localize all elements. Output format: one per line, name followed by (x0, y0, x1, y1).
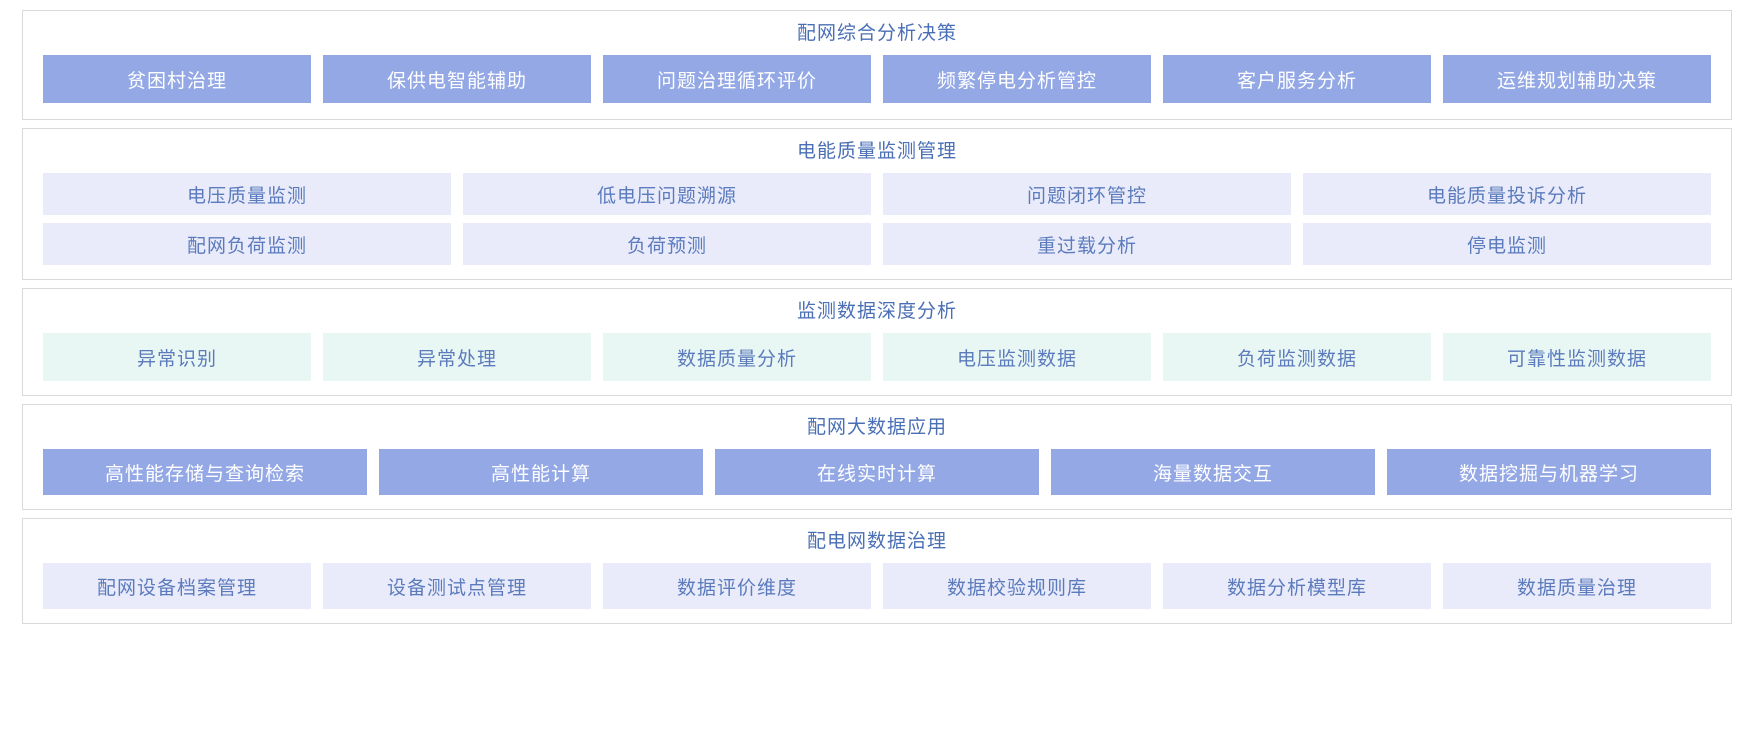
module-chip[interactable]: 负荷监测数据 (1163, 333, 1431, 381)
module-chip[interactable]: 数据校验规则库 (883, 563, 1151, 609)
module-chip[interactable]: 在线实时计算 (715, 449, 1039, 495)
module-chip[interactable]: 设备测试点管理 (323, 563, 591, 609)
module-chip[interactable]: 数据挖掘与机器学习 (1387, 449, 1711, 495)
module-chip[interactable]: 配网负荷监测 (43, 223, 451, 265)
module-chip[interactable]: 低电压问题溯源 (463, 173, 871, 215)
module-chip[interactable]: 频繁停电分析管控 (883, 55, 1151, 103)
module-chip[interactable]: 海量数据交互 (1051, 449, 1375, 495)
module-chip[interactable]: 数据分析模型库 (1163, 563, 1431, 609)
panel-distribution-network-data-governance: 配电网数据治理配网设备档案管理设备测试点管理数据评价维度数据校验规则库数据分析模… (22, 518, 1732, 624)
panel-monitoring-data-deep-analysis: 监测数据深度分析异常识别异常处理数据质量分析电压监测数据负荷监测数据可靠性监测数… (22, 288, 1732, 396)
module-chip[interactable]: 保供电智能辅助 (323, 55, 591, 103)
panel-row: 配网设备档案管理设备测试点管理数据评价维度数据校验规则库数据分析模型库数据质量治… (43, 563, 1711, 609)
module-chip[interactable]: 可靠性监测数据 (1443, 333, 1711, 381)
panel-row: 高性能存储与查询检索高性能计算在线实时计算海量数据交互数据挖掘与机器学习 (43, 449, 1711, 495)
panel-row: 配网负荷监测负荷预测重过载分析停电监测 (43, 223, 1711, 265)
module-chip[interactable]: 问题闭环管控 (883, 173, 1291, 215)
panel-row: 贫困村治理保供电智能辅助问题治理循环评价频繁停电分析管控客户服务分析运维规划辅助… (43, 55, 1711, 103)
panel-title: 电能质量监测管理 (796, 141, 957, 162)
module-chip[interactable]: 电能质量投诉分析 (1303, 173, 1711, 215)
module-chip[interactable]: 高性能存储与查询检索 (43, 449, 367, 495)
module-chip[interactable]: 数据质量治理 (1443, 563, 1711, 609)
module-chip[interactable]: 异常识别 (43, 333, 311, 381)
module-chip[interactable]: 贫困村治理 (43, 55, 311, 103)
module-chip[interactable]: 电压监测数据 (883, 333, 1151, 381)
panel-title: 配电网数据治理 (806, 531, 947, 552)
module-chip[interactable]: 电压质量监测 (43, 173, 451, 215)
panel-distribution-network-big-data-application: 配网大数据应用高性能存储与查询检索高性能计算在线实时计算海量数据交互数据挖掘与机… (22, 404, 1732, 510)
panel-row: 电压质量监测低电压问题溯源问题闭环管控电能质量投诉分析 (43, 173, 1711, 215)
module-chip[interactable]: 数据评价维度 (603, 563, 871, 609)
module-chip[interactable]: 配网设备档案管理 (43, 563, 311, 609)
module-chip[interactable]: 停电监测 (1303, 223, 1711, 265)
panel-title: 配网大数据应用 (806, 417, 947, 438)
module-chip[interactable]: 异常处理 (323, 333, 591, 381)
panel-row: 异常识别异常处理数据质量分析电压监测数据负荷监测数据可靠性监测数据 (43, 333, 1711, 381)
panel-title: 配网综合分析决策 (796, 23, 957, 44)
panel-power-quality-monitoring-management: 电能质量监测管理电压质量监测低电压问题溯源问题闭环管控电能质量投诉分析配网负荷监… (22, 128, 1732, 280)
module-chip[interactable]: 重过载分析 (883, 223, 1291, 265)
module-chip[interactable]: 负荷预测 (463, 223, 871, 265)
module-chip[interactable]: 客户服务分析 (1163, 55, 1431, 103)
module-chip[interactable]: 高性能计算 (379, 449, 703, 495)
panel-comprehensive-analysis-decision: 配网综合分析决策贫困村治理保供电智能辅助问题治理循环评价频繁停电分析管控客户服务… (22, 10, 1732, 120)
module-chip[interactable]: 问题治理循环评价 (603, 55, 871, 103)
module-chip[interactable]: 数据质量分析 (603, 333, 871, 381)
panel-title: 监测数据深度分析 (796, 301, 957, 322)
module-chip[interactable]: 运维规划辅助决策 (1443, 55, 1711, 103)
